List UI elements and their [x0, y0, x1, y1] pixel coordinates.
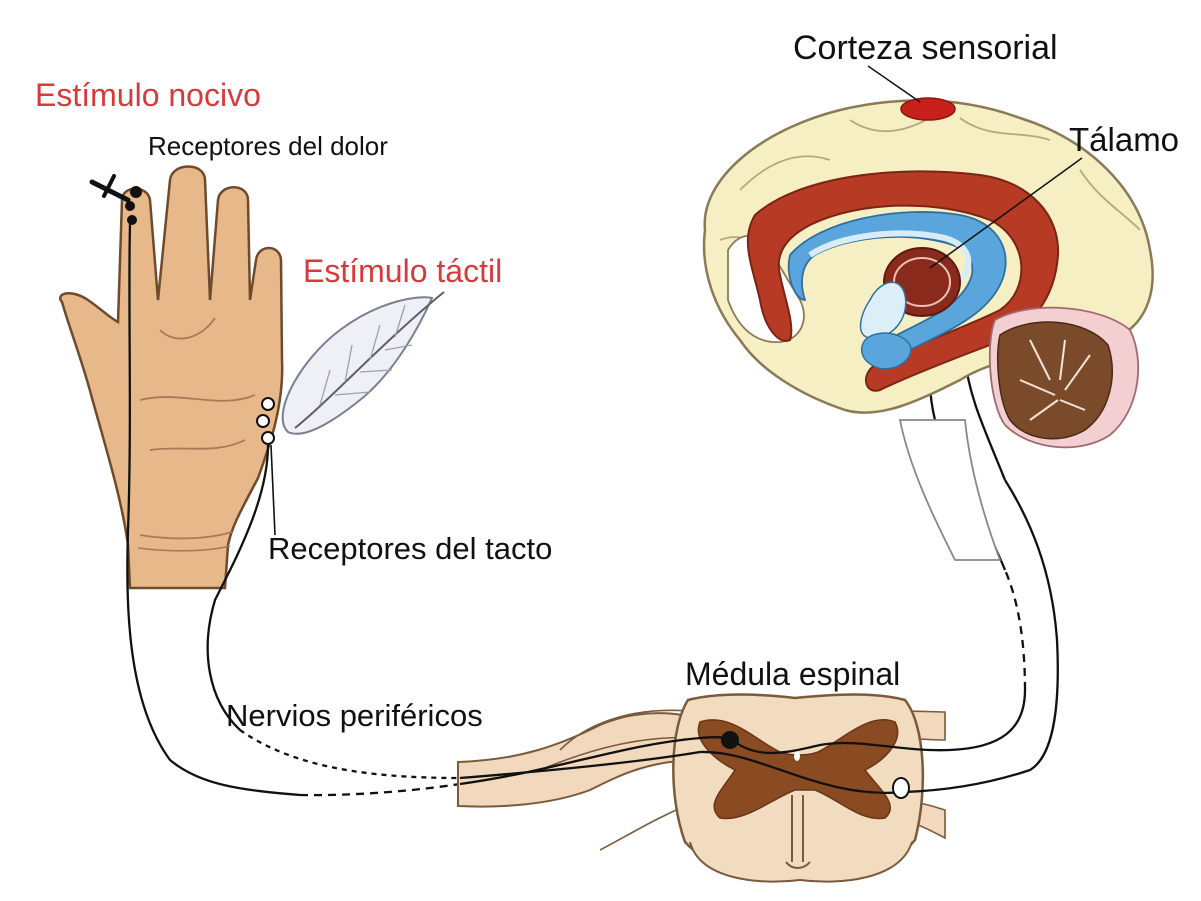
- dorsal-column-icon: [892, 777, 910, 799]
- peripheral-nerve-pathways: [126, 223, 461, 797]
- sensory-cortex-leader: [867, 65, 921, 103]
- spinal-cord-label: Médula espinal: [685, 656, 901, 692]
- thalamus-label: Tálamo: [1069, 121, 1180, 158]
- touch-receptors-leader: [270, 444, 276, 536]
- hand-illustration: [59, 165, 284, 590]
- tactile-stimulus-label: Estímulo táctil: [303, 253, 503, 289]
- spinal-cord-section: [672, 693, 925, 883]
- thalamus-leader: [929, 157, 1083, 269]
- synapse-neuron-icon: [721, 731, 739, 749]
- touch-receptors-label: Receptores del tacto: [268, 531, 553, 566]
- sensory-cortex-label: Corteza sensorial: [793, 29, 1058, 67]
- peripheral-nerves-label: Nervios periféricos: [226, 698, 483, 733]
- pain-receptors-label: Receptores del dolor: [148, 131, 388, 161]
- pin-icon: [89, 174, 131, 203]
- touch-receptors-icon: [256, 397, 275, 445]
- noxious-stimulus-label: Estímulo nocivo: [35, 77, 261, 113]
- feather-icon: [281, 291, 445, 435]
- pain-receptors-icon: [125, 186, 142, 225]
- brain-illustration: [702, 97, 1154, 561]
